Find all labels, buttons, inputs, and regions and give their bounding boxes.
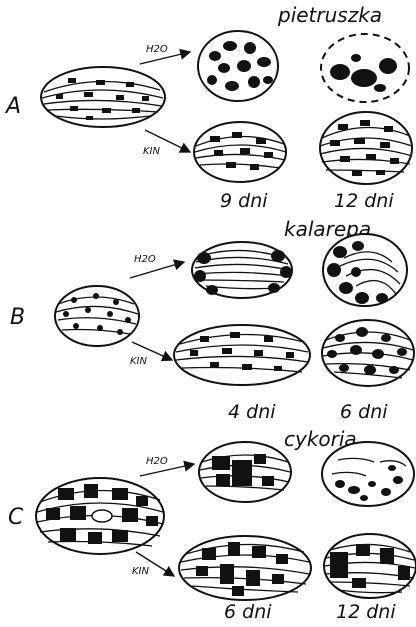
cell-a-h2o-9dni <box>198 31 278 101</box>
arrow-h2o-a: H2O <box>140 44 190 64</box>
arrow-h2o-c: H2O <box>140 456 194 476</box>
treatment-label-kin-a: KIN <box>143 146 161 157</box>
cell-a-kin-12dni <box>320 112 412 184</box>
treatment-label-kin-c: KIN <box>132 566 150 577</box>
row-label-a: A <box>4 94 21 119</box>
initial-cell-c <box>36 478 164 554</box>
cell-b-h2o-6dni <box>323 234 407 306</box>
arrow-h2o-b: H2O <box>130 254 184 278</box>
arrow-kin-b: KIN <box>130 342 172 367</box>
cell-c-h2o-6dni <box>199 442 291 502</box>
cell-c-kin-6dni <box>179 536 311 600</box>
treatment-label-h2o-b: H2O <box>134 254 156 265</box>
treatment-label-kin-b: KIN <box>130 356 148 367</box>
days-label-a-2: 12 dni <box>334 190 394 212</box>
treatment-label-h2o-a: H2O <box>146 44 168 55</box>
cell-a-h2o-12dni <box>321 34 409 102</box>
row-b: kalarepa B H2O KIN <box>10 217 414 423</box>
days-label-c-1: 6 dni <box>224 601 272 623</box>
days-label-b-2: 6 dni <box>340 401 388 423</box>
cell-c-kin-12dni <box>324 534 416 598</box>
cell-b-h2o-4dni <box>192 242 292 298</box>
row-label-b: B <box>10 305 25 330</box>
row-a: pietruszka A H2O <box>4 3 412 212</box>
days-label-c-2: 12 dni <box>336 601 396 623</box>
arrow-kin-c: KIN <box>132 552 174 577</box>
row-label-c: C <box>8 505 24 530</box>
treatment-label-h2o-c: H2O <box>146 456 168 467</box>
cell-a-kin-9dni <box>194 122 286 182</box>
days-label-b-1: 4 dni <box>228 401 276 423</box>
cell-b-kin-4dni <box>174 325 310 385</box>
plant-title-a: pietruszka <box>277 3 382 27</box>
arrow-kin-a: KIN <box>143 130 190 157</box>
initial-cell-a <box>41 67 165 127</box>
days-label-a-1: 9 dni <box>220 190 268 212</box>
cell-c-h2o-12dni <box>322 442 414 506</box>
cell-b-kin-6dni <box>322 320 414 386</box>
row-c: cykoria C H2O <box>8 427 416 623</box>
initial-cell-b <box>55 286 139 346</box>
